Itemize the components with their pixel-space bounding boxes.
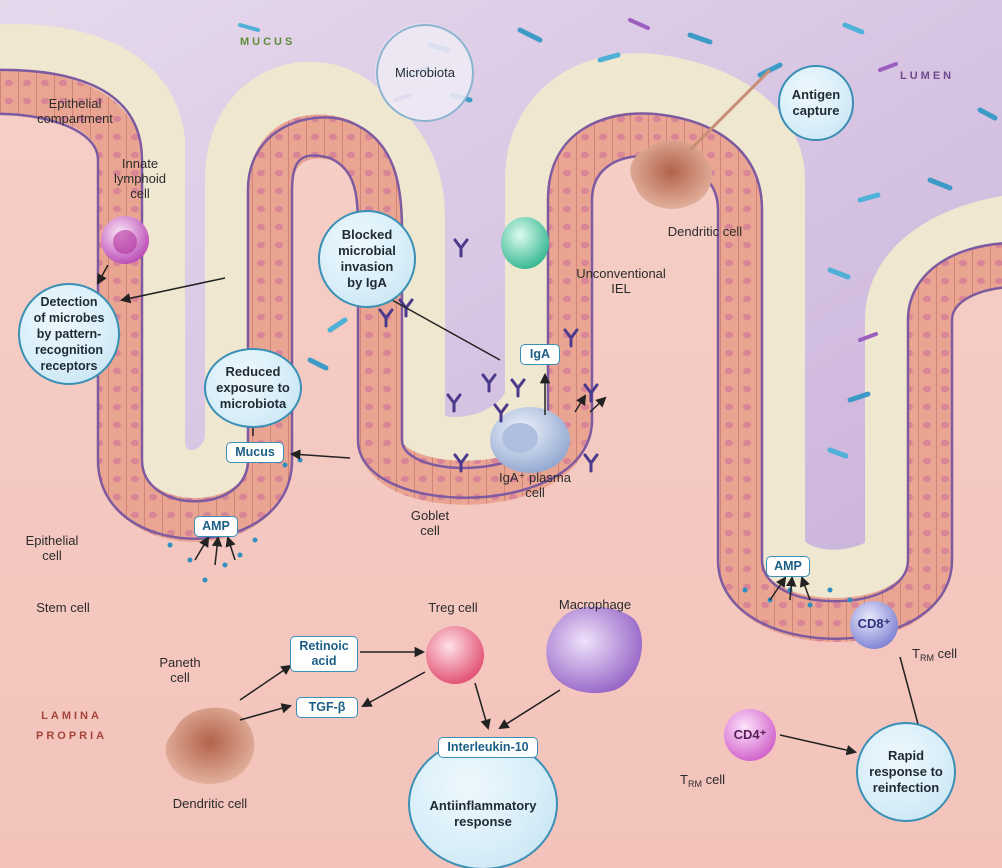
box-amp-right: AMP [766,556,810,577]
box-iga: IgA [520,344,560,365]
label-epithelial-cell: Epithelial cell [12,533,92,563]
circle-blocked-invasion: Blocked microbial invasion by IgA [318,210,416,308]
label-treg-cell: Treg cell [418,600,488,615]
box-retinoic-acid: Retinoic acid [290,636,358,672]
zone-lumen-label: LUMEN [900,70,954,82]
label-cd4-text: CD4⁺ [734,727,767,742]
circle-rapid-response: Rapid response to reinfection [856,722,956,822]
circle-microbiota: Microbiota [376,24,474,122]
zone-mucus-label: MUCUS [240,36,295,48]
circle-detection: Detection of microbes by pattern- recogn… [18,283,120,385]
label-macrophage: Macrophage [540,597,650,612]
label-trm-bottom-sub: RM [688,779,702,789]
label-cd4: CD4⁺ [728,727,772,742]
label-unconventional-iel: Unconventional IEL [566,266,676,296]
label-dendritic-cell-top: Dendritic cell [650,224,760,239]
label-paneth-cell: Paneth cell [150,655,210,685]
box-amp-left: AMP [194,516,238,537]
box-mucus: Mucus [226,442,284,463]
label-dendritic-cell-bottom: Dendritic cell [155,796,265,811]
circle-antigen-capture: Antigen capture [778,65,854,141]
label-trm-right-t: T [912,646,920,661]
label-trm-bottom-t: T [680,772,688,787]
box-tgf-beta: TGF-β [296,697,358,718]
label-trm-bottom-tail: cell [702,772,725,787]
label-trm-cell-right: TRM cell [912,646,972,666]
label-cd8-text: CD8⁺ [858,616,891,631]
label-stem-cell: Stem cell [18,600,108,615]
zone-lamina-propria-label: LAMINA PROPRIA [36,706,107,746]
label-goblet-cell: Goblet cell [400,508,460,538]
unconventional-iel-body [501,217,549,269]
label-trm-right-tail: cell [934,646,957,661]
label-epithelial-compartment: Epithelial compartment [30,96,120,126]
box-interleukin-10: Interleukin-10 [438,737,538,758]
macrophage-body [546,607,642,693]
circle-reduced-exposure: Reduced exposure to microbiota [204,348,302,428]
label-trm-right-sub: RM [920,653,934,663]
treg-cell-body [426,626,484,684]
label-cd8: CD8⁺ [852,616,896,631]
label-innate-lymphoid-cell: Innate lymphoid cell [105,156,175,201]
label-iga-plasma-cell: IgA⁺ plasma cell [490,470,580,500]
label-trm-cell-bottom: TRM cell [680,772,740,792]
